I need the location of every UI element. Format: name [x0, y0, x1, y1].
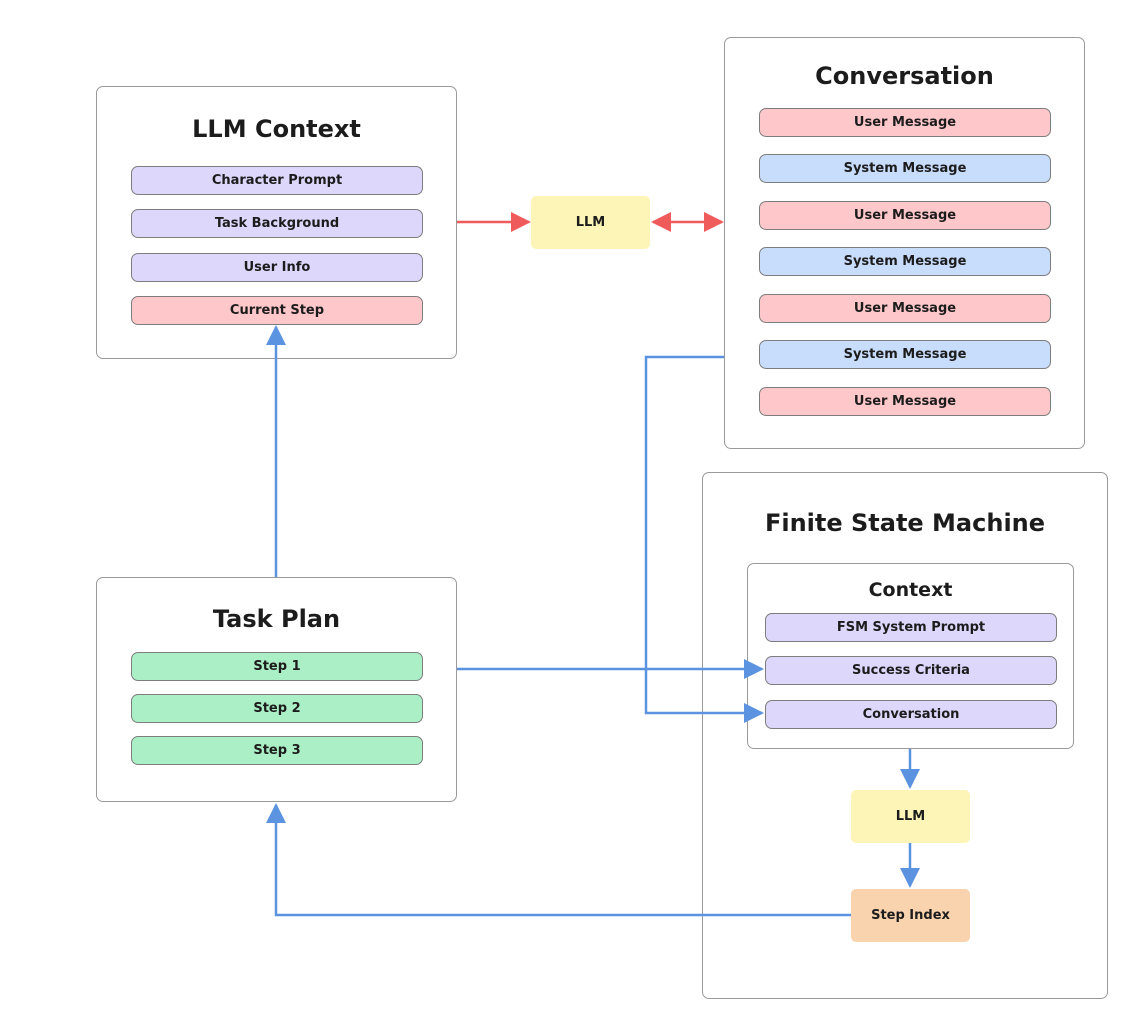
fsm-title: Finite State Machine	[764, 509, 1046, 537]
user-message-item[interactable]: User Message	[759, 108, 1051, 137]
system-message-item[interactable]: System Message	[759, 154, 1051, 183]
step-3-item[interactable]: Step 3	[131, 736, 423, 765]
conversation-title: Conversation	[815, 62, 994, 90]
step-index-node[interactable]: Step Index	[851, 889, 970, 942]
step-index-to-task-plan-arrow	[266, 803, 851, 917]
task-plan-panel: Task Plan Step 1 Step 2 Step 3	[96, 577, 457, 802]
conversation-panel: Conversation User Message System Message…	[724, 37, 1085, 449]
fsm-llm-node[interactable]: LLM	[851, 790, 970, 843]
step-2-item[interactable]: Step 2	[131, 694, 423, 723]
llm-node[interactable]: LLM	[531, 196, 650, 249]
user-message-item[interactable]: User Message	[759, 201, 1051, 230]
llm-context-panel: LLM Context Character Prompt Task Backgr…	[96, 86, 457, 359]
user-info-item[interactable]: User Info	[131, 253, 423, 282]
conversation-to-fsm-arrow	[644, 355, 764, 723]
success-criteria-item[interactable]: Success Criteria	[765, 656, 1057, 685]
user-message-item[interactable]: User Message	[759, 294, 1051, 323]
fsm-conversation-item[interactable]: Conversation	[765, 700, 1057, 729]
character-prompt-item[interactable]: Character Prompt	[131, 166, 423, 195]
fsm-system-prompt-item[interactable]: FSM System Prompt	[765, 613, 1057, 642]
system-message-item[interactable]: System Message	[759, 340, 1051, 369]
step-1-item[interactable]: Step 1	[131, 652, 423, 681]
fsm-context-title: Context	[868, 579, 953, 601]
fsm-context-panel: Context FSM System Prompt Success Criter…	[747, 563, 1074, 749]
current-step-item[interactable]: Current Step	[131, 296, 423, 325]
llm-context-title: LLM Context	[192, 115, 361, 143]
user-message-item[interactable]: User Message	[759, 387, 1051, 416]
task-plan-title: Task Plan	[212, 605, 341, 633]
task-background-item[interactable]: Task Background	[131, 209, 423, 238]
system-message-item[interactable]: System Message	[759, 247, 1051, 276]
